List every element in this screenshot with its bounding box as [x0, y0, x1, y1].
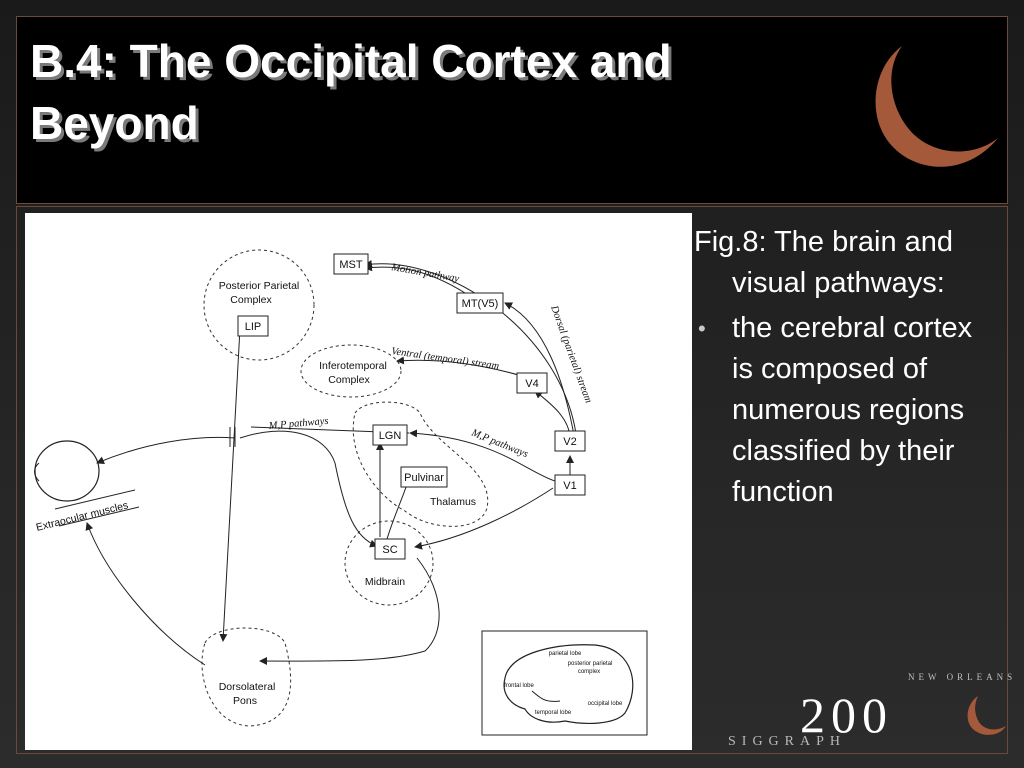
thalamus-region — [352, 401, 489, 527]
dorsolateral-label: Dorsolateral — [219, 681, 276, 693]
posterior-parietal-label-2: Complex — [230, 294, 272, 306]
inset-frontal-label: frontal lobe — [504, 683, 534, 689]
logo-year: 200 — [800, 687, 893, 740]
lgn-label: LGN — [379, 430, 402, 442]
crescent-moon-icon — [875, 46, 998, 167]
v4-label: V4 — [525, 378, 538, 390]
inset-posterior-parietal-label-2: complex — [578, 669, 600, 675]
content-panel — [16, 206, 1008, 754]
dorsolateral-pons-region — [201, 627, 292, 727]
pons-label: Pons — [233, 695, 257, 707]
mp-pathways-label-left: M,P pathways — [267, 416, 329, 432]
inset-parietal-label: parietal lobe — [549, 651, 582, 657]
lgn-node — [372, 424, 408, 446]
extraocular-muscles-label: Extraocular muscles — [35, 499, 130, 534]
logo-org: SIGGRAPH — [728, 734, 847, 749]
slide-body: Fig.8: The brain and visual pathways: • … — [694, 222, 994, 513]
figure-caption: Fig.8: The brain and visual pathways: — [694, 226, 954, 299]
inset-brain-outline — [503, 644, 634, 724]
v2-node — [554, 430, 586, 452]
slide-title: B.4: The Occipital Cortex and Beyond — [30, 35, 672, 149]
eye-icon — [34, 440, 100, 502]
midbrain-label: Midbrain — [365, 576, 405, 588]
mst-node — [333, 253, 369, 275]
posterior-parietal-region — [203, 249, 315, 361]
bullet-item: • the cerebral cortex is composed of num… — [694, 308, 994, 513]
sc-label: SC — [382, 544, 397, 556]
lip-label: LIP — [245, 321, 262, 333]
bullet-text: the cerebral cortex is composed of numer… — [732, 312, 973, 508]
pulvinar-node — [400, 466, 448, 488]
inferotemporal-label: Inferotemporal — [319, 360, 387, 372]
inferotemporal-region — [300, 344, 402, 398]
sc-node — [374, 538, 406, 560]
thalamus-label: Thalamus — [430, 496, 476, 508]
title-panel — [16, 16, 1008, 204]
ventral-stream-label: Ventral (temporal) stream — [391, 346, 501, 372]
inferotemporal-label-2: Complex — [328, 374, 370, 386]
inset-temporal-label: temporal lobe — [535, 710, 572, 716]
v2-label: V2 — [563, 436, 576, 448]
siggraph-2000-logo: 200 — [800, 687, 1006, 740]
dorsal-stream-label: Dorsal (parietal) stream — [548, 303, 594, 405]
midbrain-region — [344, 520, 434, 606]
mp-pathways-label-right: M,P pathways — [469, 427, 530, 460]
brain-pathways-figure: MST MT(V5) LIP V4 V2 V1 LGN Pulvinar SC … — [25, 213, 692, 750]
inset-occipital-label: occipital lobe — [588, 701, 623, 707]
mt-v5-node — [456, 292, 504, 314]
logo-city: NEW ORLEANS — [908, 672, 1017, 682]
motion-pathway-label: Motion pathway — [389, 262, 460, 285]
v1-node — [554, 474, 586, 496]
v4-node — [516, 372, 548, 394]
v1-label: V1 — [563, 480, 576, 492]
lip-node — [237, 315, 269, 337]
logo-crescent-icon — [967, 696, 1006, 735]
bullet-icon: • — [698, 316, 706, 341]
inset-posterior-parietal-label: posterior parietal — [568, 661, 613, 667]
pathways-diagram: MST MT(V5) LIP V4 V2 V1 LGN Pulvinar SC … — [34, 249, 648, 736]
pulvinar-label: Pulvinar — [404, 472, 444, 484]
mt-v5-label: MT(V5) — [462, 298, 499, 310]
posterior-parietal-label: Posterior Parietal — [219, 280, 300, 292]
mst-label: MST — [339, 259, 363, 271]
